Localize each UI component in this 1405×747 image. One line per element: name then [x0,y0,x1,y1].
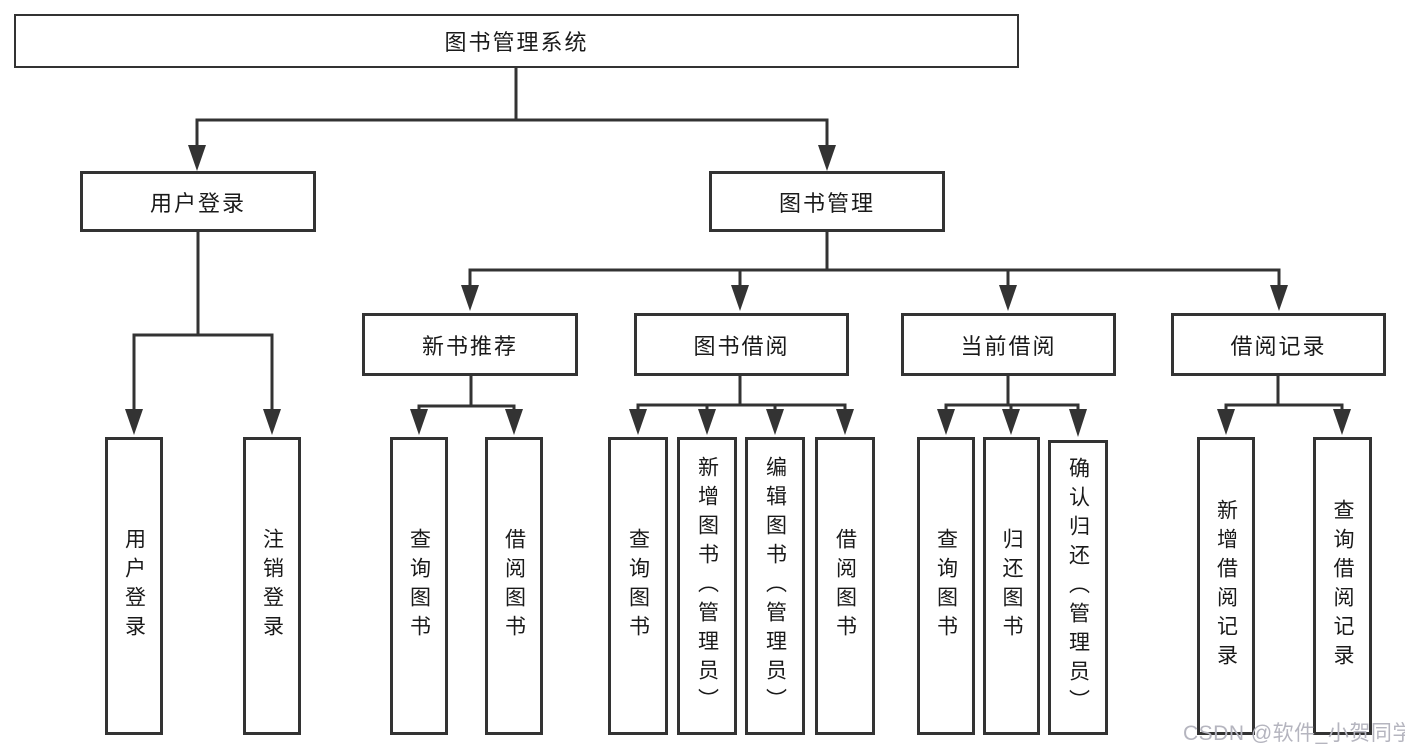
node-label: 借阅记录 [1230,333,1327,359]
node-label: 查询图书 [626,528,650,644]
node-label: 新增借阅记录 [1214,499,1238,673]
arrowhead [836,409,854,435]
arrowhead [1217,409,1235,435]
arrowhead [505,409,523,435]
arrowhead [461,285,479,311]
arrowhead [125,409,143,435]
arrowhead [937,409,955,435]
node-label: 用户登录 [149,190,246,216]
node-root-system: 图书管理系统 [14,14,1019,68]
arrowhead [410,409,428,435]
csdn-watermark: CSDN @软件_小贺同学 [1183,722,1405,745]
node-label: 归还图书 [1000,528,1023,644]
node-label: 查询借阅记录 [1331,499,1354,673]
arrowhead [766,409,784,435]
leaf-cb-query-book: 查询图书 [917,437,975,735]
node-label: 借阅图书 [502,528,526,644]
leaf-bb-add-book-admin: 新增图书（管理员） [677,437,737,735]
node-label: 查询图书 [934,528,958,644]
node-new-book-recommend: 新书推荐 [362,313,578,376]
arrowhead [731,285,749,311]
arrowhead [263,409,281,435]
arrowhead [1069,409,1087,437]
leaf-cb-confirm-return-admin: 确认归还（管理员） [1048,440,1108,735]
node-user-login-branch: 用户登录 [80,171,316,232]
leaf-bb-edit-book-admin: 编辑图书（管理员） [745,437,805,735]
node-current-borrow: 当前借阅 [901,313,1116,376]
node-label: 确认归还（管理员） [1066,457,1090,718]
leaf-bb-query-book: 查询图书 [608,437,668,735]
node-borrow-records: 借阅记录 [1171,313,1386,376]
node-label: 用户登录 [122,528,146,644]
node-label: 当前借阅 [960,333,1057,359]
leaf-br-query-record: 查询借阅记录 [1313,437,1372,735]
arrowhead [1002,409,1020,435]
arrowhead [999,285,1017,311]
node-label: 注销登录 [260,528,284,644]
arrowhead [188,145,206,171]
leaf-nb-query-book: 查询图书 [390,437,448,735]
leaf-nb-borrow-book: 借阅图书 [485,437,543,735]
leaf-cb-return-book: 归还图书 [983,437,1040,735]
leaf-bb-borrow-book: 借阅图书 [815,437,875,735]
arrowhead [1270,285,1288,311]
node-label: 编辑图书（管理员） [763,455,787,717]
arrowhead [818,145,836,171]
node-label: 新增图书（管理员） [695,455,719,717]
node-label: 查询图书 [407,528,431,644]
node-book-management-branch: 图书管理 [709,171,945,232]
leaf-logout-login: 注销登录 [243,437,301,735]
arrowhead [1333,409,1351,435]
leaf-user-login: 用户登录 [105,437,163,735]
node-label: 借阅图书 [833,528,857,644]
node-label: 图书管理系统 [444,30,589,55]
node-label: 新书推荐 [421,333,518,359]
arrowhead [629,409,647,435]
node-label: 图书管理 [778,190,875,216]
node-label: 图书借阅 [693,333,790,359]
leaf-br-add-record: 新增借阅记录 [1197,437,1255,735]
arrowhead [698,409,716,435]
node-book-borrow: 图书借阅 [634,313,849,376]
